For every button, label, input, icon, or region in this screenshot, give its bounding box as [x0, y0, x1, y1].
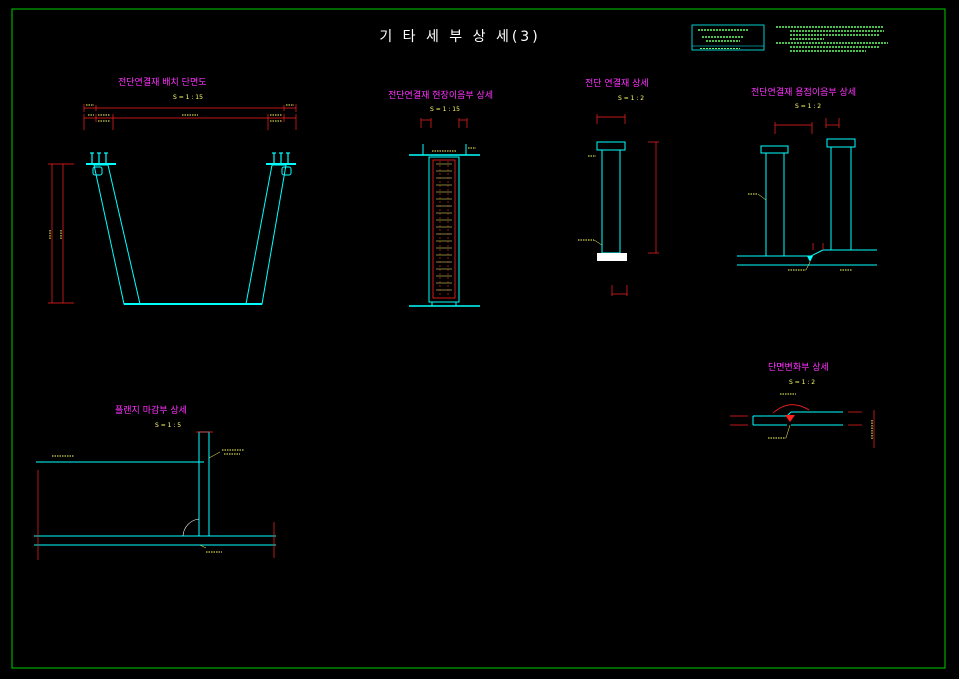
panel-title-field-splice: 전단연결재 현장이음부 상세	[388, 91, 494, 101]
sheet-title: 기 타 세 부 상 세(3)	[379, 29, 541, 45]
panel-scale-connector-detail: S = 1 : 2	[618, 95, 645, 102]
panel-title-flange-end: 플랜지 마감부 상세	[115, 406, 187, 416]
panel-connector-detail	[578, 114, 659, 296]
panel-welded-splice	[737, 118, 877, 271]
general-notes	[776, 26, 888, 52]
panel-scale-welded-splice: S = 1 : 2	[795, 103, 822, 110]
panel-flange-end	[34, 431, 276, 560]
panel-scale-section-change: S = 1 : 2	[789, 379, 816, 386]
panel-section-change	[730, 393, 875, 448]
panel-title-shear-connector-section: 전단연결재 배치 단면도	[118, 78, 207, 88]
panel-title-section-change: 단면변화부 상세	[768, 363, 829, 373]
sheet-frame	[11, 8, 946, 669]
panel-scale-field-splice: S = 1 : 15	[430, 106, 460, 113]
panel-shear-connector-section	[48, 104, 297, 305]
panel-scale-shear-connector-section: S = 1 : 15	[173, 94, 203, 101]
panel-title-connector-detail: 전단 연결재 상세	[585, 79, 649, 89]
panel-field-splice	[409, 118, 480, 307]
panel-title-welded-splice: 전단연결재 용접이음부 상세	[751, 88, 857, 98]
panel-scale-flange-end: S = 1 : 5	[155, 422, 182, 429]
title-block	[691, 24, 765, 51]
